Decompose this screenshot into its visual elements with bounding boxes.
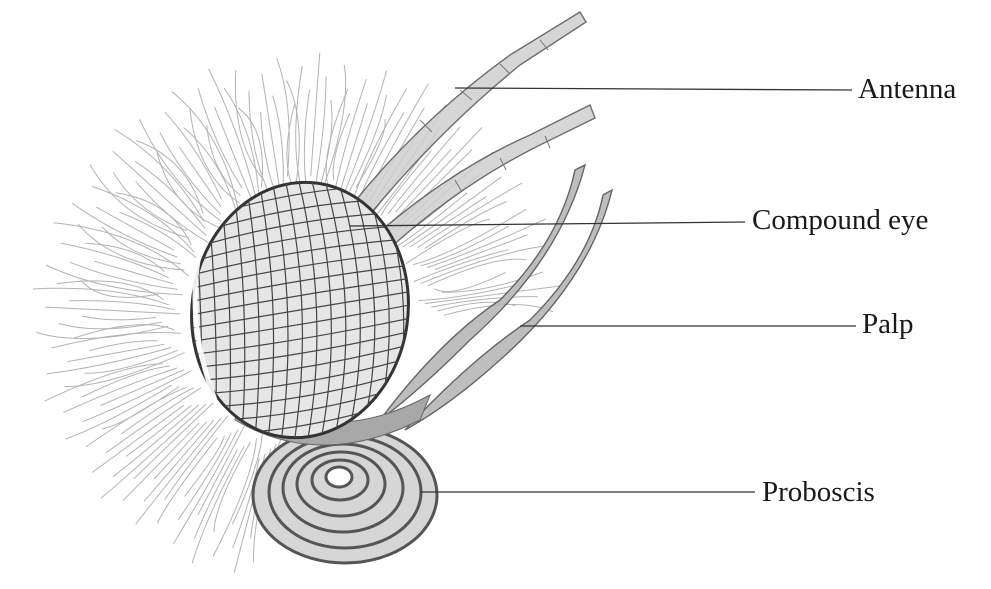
hair-stroke [428, 219, 546, 268]
hair-stroke [66, 385, 172, 439]
hair-stroke [209, 69, 257, 202]
hair-stroke [61, 243, 169, 278]
hair-stroke [57, 281, 164, 300]
hair-stroke [102, 387, 179, 429]
hair-stroke [311, 53, 320, 177]
label-antenna: Antenna [858, 75, 956, 104]
hair-stroke [194, 450, 237, 539]
hair-stroke [89, 341, 157, 351]
label-compound-eye: Compound eye [752, 206, 928, 235]
hair-stroke [154, 422, 207, 479]
proboscis-coil [253, 427, 437, 563]
hair-stroke [414, 250, 509, 282]
leader-antenna [455, 88, 852, 90]
hair-stroke [52, 332, 181, 348]
hair-stroke [47, 348, 171, 374]
hair-stroke [434, 272, 505, 291]
hair-stroke [425, 286, 560, 304]
hair-stroke [92, 405, 184, 472]
hair-stroke [273, 96, 284, 183]
hair-stroke [45, 307, 180, 314]
hair-stroke [94, 261, 173, 284]
hair-stroke [123, 423, 199, 501]
hair-stroke [82, 316, 156, 320]
hair-stroke [101, 404, 206, 498]
hair-stroke [69, 301, 175, 310]
hair-stroke [121, 388, 194, 434]
hair-stroke [74, 325, 175, 339]
hair-stroke [235, 70, 264, 180]
hair-stroke [157, 153, 222, 229]
hair-stroke [113, 405, 199, 477]
hair-stroke [262, 74, 280, 190]
label-palp: Palp [862, 310, 914, 339]
hair-stroke [304, 89, 309, 182]
hair-stroke [136, 418, 221, 524]
label-proboscis: Proboscis [762, 478, 875, 507]
